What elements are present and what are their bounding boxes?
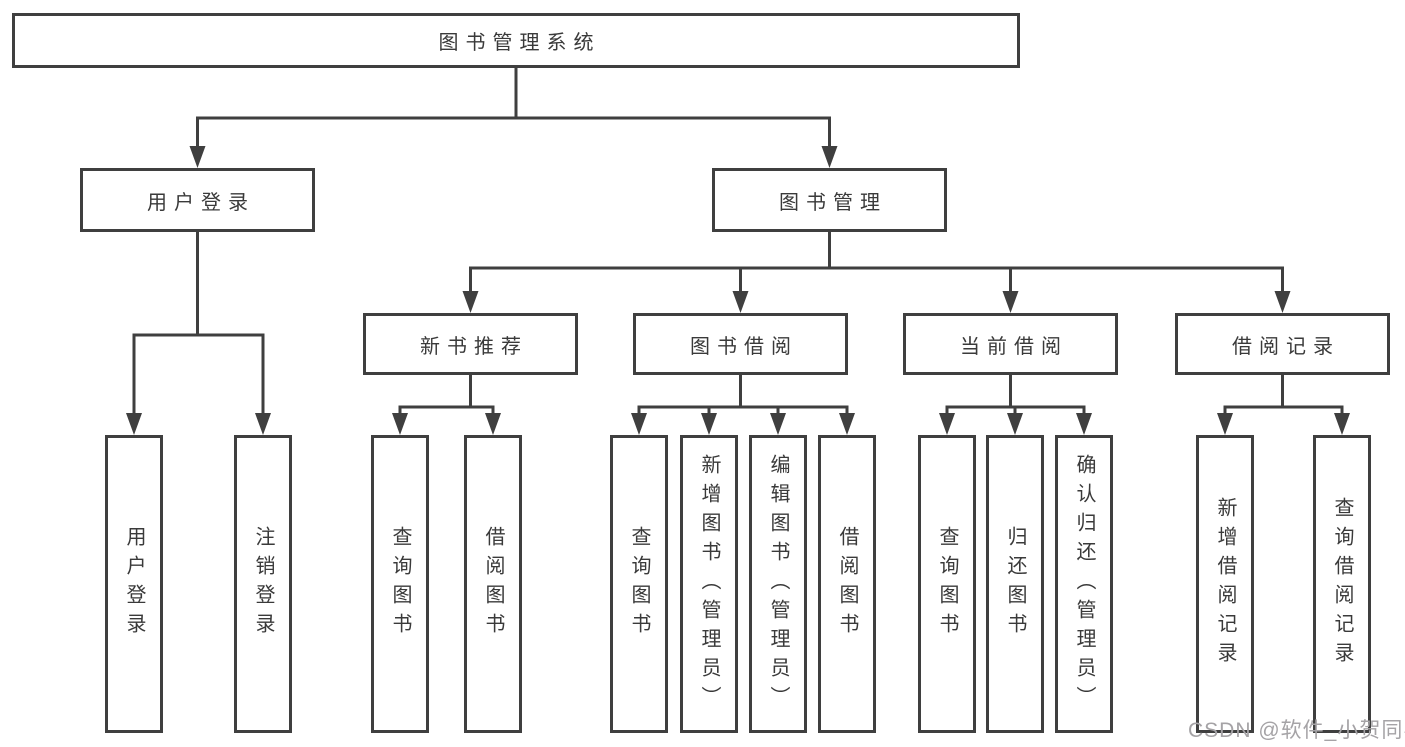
leaf-query-borrow-record-label: 查询借阅记录 [1331, 497, 1353, 671]
leaf-user-login: 用户登录 [105, 435, 163, 733]
node-current-borrowing-label: 当前借阅 [960, 335, 1068, 358]
node-current-borrowing: 当前借阅 [903, 313, 1118, 375]
node-new-book-recommendation: 新书推荐 [363, 313, 578, 375]
node-book-borrowing-label: 图书借阅 [690, 335, 798, 358]
leaf-logout-login-label: 注销登录 [252, 526, 274, 642]
leaf-confirm-return-admin: 确认归还（管理员） [1055, 435, 1113, 733]
node-borrowing-records: 借阅记录 [1175, 313, 1390, 375]
node-user-login-label: 用户登录 [147, 191, 255, 214]
node-book-management-label: 图书管理 [779, 191, 887, 214]
leaf-borrow-books-borrowing: 借阅图书 [818, 435, 876, 733]
leaf-query-books-borrowing-label: 查询图书 [628, 526, 650, 642]
node-user-login: 用户登录 [80, 168, 315, 232]
leaf-user-login-label: 用户登录 [123, 526, 145, 642]
leaf-logout-login: 注销登录 [234, 435, 292, 733]
node-library-system: 图书管理系统 [12, 13, 1020, 68]
leaf-add-borrow-record-label: 新增借阅记录 [1214, 497, 1236, 671]
csdn-watermark: CSDN @软件_小贺同学 [1188, 719, 1405, 742]
leaf-query-books-current: 查询图书 [918, 435, 976, 733]
leaf-query-books-current-label: 查询图书 [936, 526, 958, 642]
leaf-borrow-books-recommend-label: 借阅图书 [482, 526, 504, 642]
leaf-return-books: 归还图书 [986, 435, 1044, 733]
leaf-add-books-admin-label: 新增图书（管理员） [698, 453, 720, 715]
leaf-add-books-admin: 新增图书（管理员） [680, 435, 738, 733]
leaf-edit-books-admin-label: 编辑图书（管理员） [767, 453, 789, 715]
leaf-add-borrow-record: 新增借阅记录 [1196, 435, 1254, 733]
leaf-edit-books-admin: 编辑图书（管理员） [749, 435, 807, 733]
node-borrowing-records-label: 借阅记录 [1232, 335, 1340, 358]
leaf-query-borrow-record: 查询借阅记录 [1313, 435, 1371, 733]
leaf-query-books-recommend-label: 查询图书 [389, 526, 411, 642]
leaf-confirm-return-admin-label: 确认归还（管理员） [1073, 453, 1095, 715]
leaf-query-books-borrowing: 查询图书 [610, 435, 668, 733]
leaf-query-books-recommend: 查询图书 [371, 435, 429, 733]
leaf-borrow-books-recommend: 借阅图书 [464, 435, 522, 733]
node-library-system-label: 图书管理系统 [438, 32, 601, 54]
node-new-book-recommendation-label: 新书推荐 [420, 335, 528, 358]
leaf-borrow-books-borrowing-label: 借阅图书 [836, 526, 858, 642]
node-book-management: 图书管理 [712, 168, 947, 232]
leaf-return-books-label: 归还图书 [1004, 526, 1026, 642]
node-book-borrowing: 图书借阅 [633, 313, 848, 375]
